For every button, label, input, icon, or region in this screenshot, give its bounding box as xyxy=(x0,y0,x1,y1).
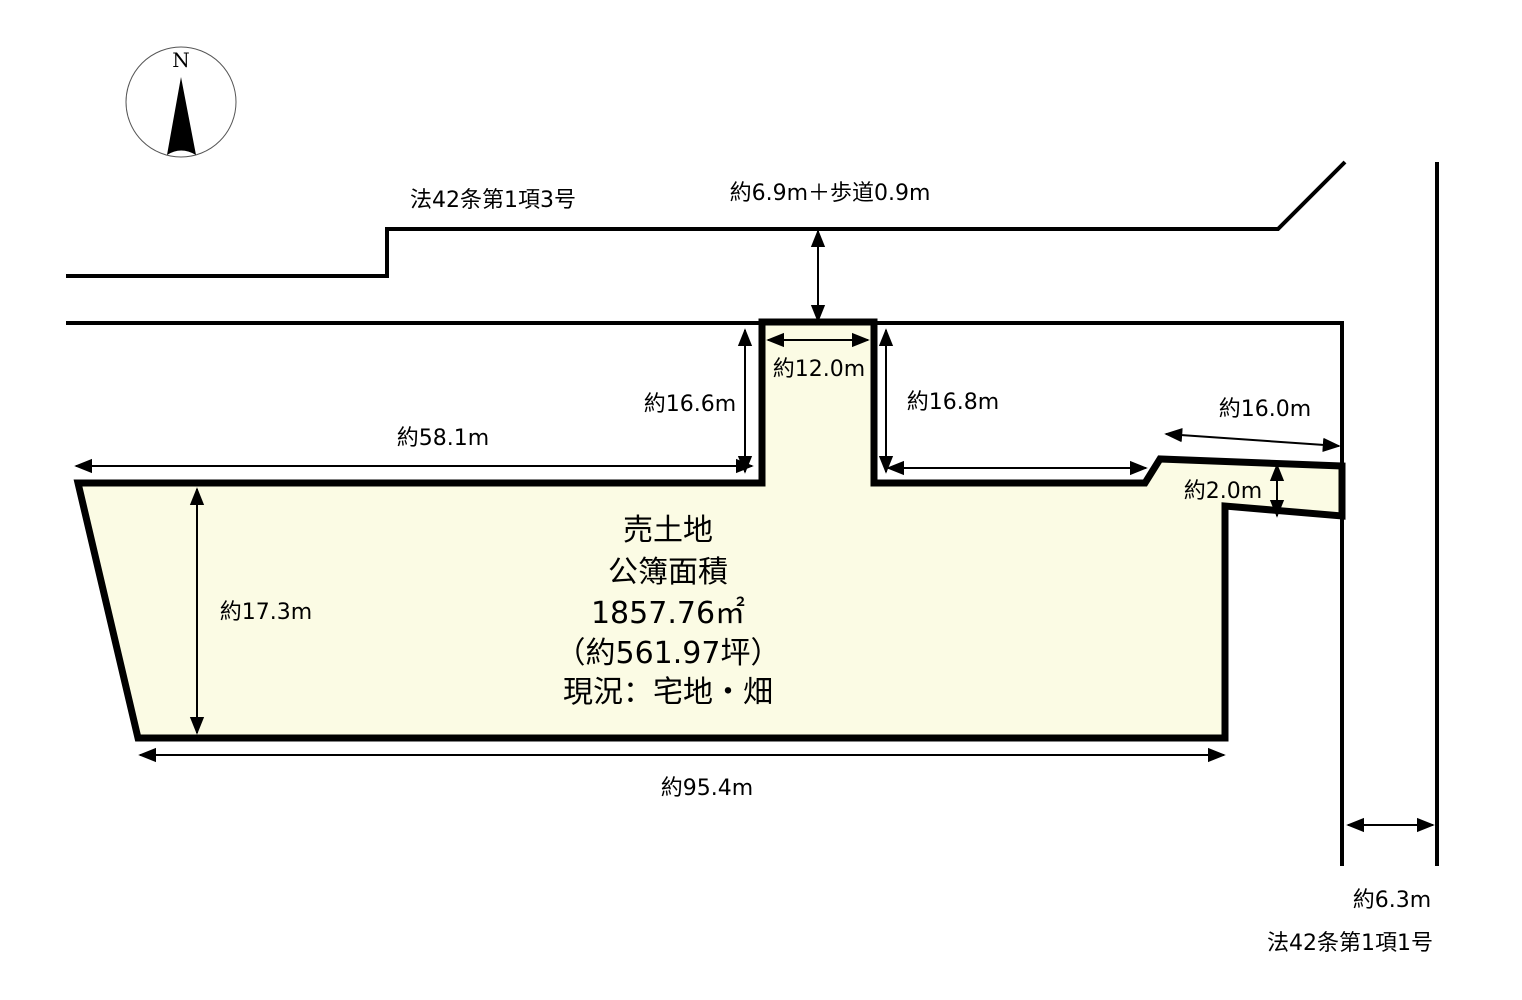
west-depth: 約17.3m xyxy=(220,600,312,625)
north-road-type: 法42条第1項3号 xyxy=(410,188,576,213)
info-area-sqm: 1857.76㎡ xyxy=(591,596,745,631)
access-left-depth: 約16.6m xyxy=(644,392,736,417)
compass: N xyxy=(125,46,237,158)
north-right-length: 約16.0m xyxy=(1219,397,1311,422)
info-area-tsubo: （約561.97坪） xyxy=(556,636,781,671)
lot-outline xyxy=(73,318,1346,742)
access-width: 約12.0m xyxy=(773,357,865,382)
access-right-depth: 約16.8m xyxy=(907,390,999,415)
info-title: 売土地 xyxy=(623,513,713,548)
road-lines xyxy=(66,160,1439,866)
east-road-width: 約6.3m xyxy=(1353,888,1431,913)
north-arrow-icon xyxy=(167,77,196,155)
info-current-use: 現況：宅地・畑 xyxy=(563,675,773,710)
north-left-length: 約58.1m xyxy=(397,426,489,451)
south-length: 約95.4m xyxy=(661,776,753,801)
compass-letter: N xyxy=(172,48,190,72)
info-area-label: 公簿面積 xyxy=(608,555,728,590)
north-road-width: 約6.9m＋歩道0.9m xyxy=(730,181,931,206)
labels: 法42条第1項3号 約6.9m＋歩道0.9m 約12.0m 約16.6m 約16… xyxy=(220,181,1433,956)
dimension-arrows xyxy=(74,229,1435,833)
east-road-type: 法42条第1項1号 xyxy=(1267,931,1433,956)
east-strip-width: 約2.0m xyxy=(1184,479,1262,504)
lot-info: 売土地 公簿面積 1857.76㎡ （約561.97坪） 現況：宅地・畑 xyxy=(556,513,781,710)
